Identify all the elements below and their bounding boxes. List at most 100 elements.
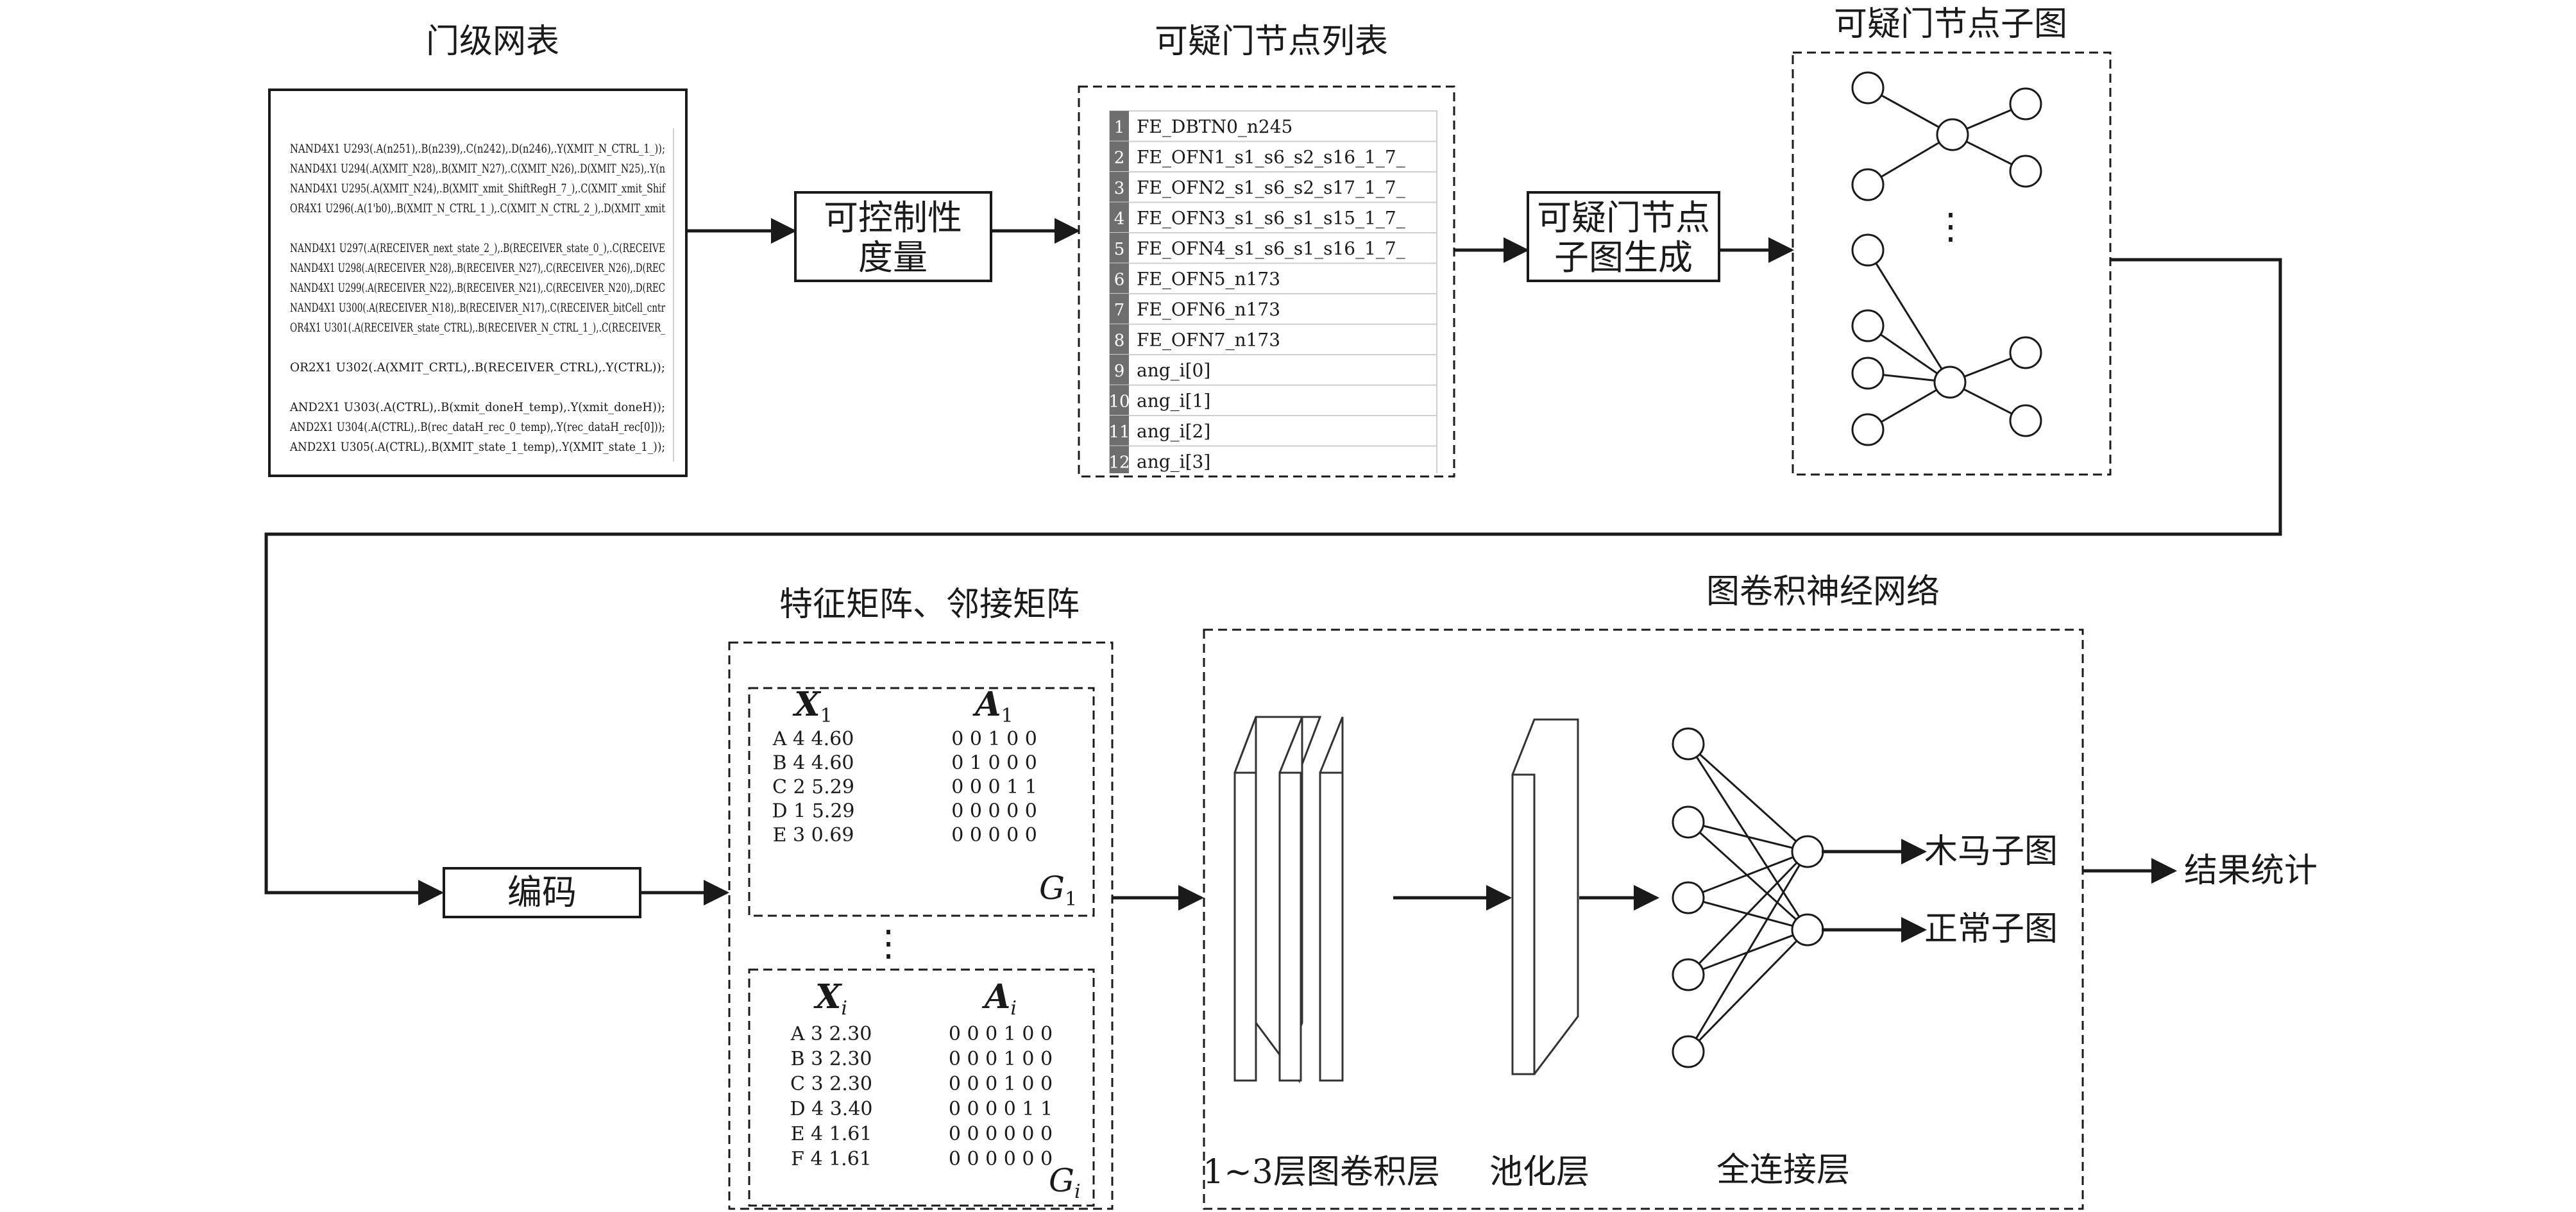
suspicious-list-row[interactable]: 8 FE_OFN7_n173: [1109, 323, 1437, 355]
fc-output-node: [1791, 913, 1824, 947]
gate-name: FE_DBTN0_n245: [1137, 116, 1292, 137]
row-index: 5: [1114, 240, 1125, 259]
row-index: 3: [1114, 179, 1125, 198]
gate-name: FE_OFN6_n173: [1137, 299, 1280, 320]
subgraph-node: [2009, 336, 2042, 369]
subgraph-node: [1933, 366, 1967, 399]
fc-input-node: [1672, 881, 1705, 914]
fc-output-node: [1791, 835, 1824, 868]
matrix-row: C 3 2.30: [790, 1073, 872, 1095]
matrix-row: 0 0 0 1 0 0: [949, 1048, 1053, 1070]
netlist-panel: NAND4X1 U293(.A(n251),.B(n239),.C(n242),…: [268, 88, 688, 477]
suspicious-list-row[interactable]: 12 ang_i[3]: [1108, 445, 1437, 477]
connector-subgraph-to-encoding: [264, 258, 2282, 905]
fc-input-node: [1672, 805, 1705, 839]
row-index: 6: [1114, 271, 1125, 290]
suspicious-list-row[interactable]: 5 FE_OFN4_s1_s6_s1_s16_1_7_: [1109, 232, 1437, 264]
row-index: 4: [1114, 210, 1125, 229]
subgraph-node: [1851, 413, 1885, 446]
gcn-title: 图卷积神经网络: [1706, 573, 1940, 611]
row-index: 2: [1114, 149, 1125, 168]
subgraph-title: 可疑门节点子图: [1834, 5, 2067, 44]
matrix-row: 0 0 0 1 1: [951, 776, 1037, 798]
matrix-row: 0 0 0 0 0 0: [949, 1148, 1053, 1170]
netlist-line: NAND4X1 U300(.A(RECEIVER_N18),.B(RECEIVE…: [290, 301, 665, 315]
gate-name: FE_OFN2_s1_s6_s2_s17_1_7_: [1137, 177, 1405, 198]
fc-input-node: [1672, 727, 1705, 761]
adjacency-matrix-label-bottom: Ai: [981, 977, 1017, 1020]
subgraph-node: [1936, 118, 1969, 151]
matrix-ellipsis: ⋮: [870, 923, 906, 964]
netlist-line: OR2X1 U302(.A(XMIT_CRTL),.B(RECEIVER_CTR…: [290, 361, 665, 375]
subgraph-node: [1851, 357, 1885, 390]
gate-name: FE_OFN4_s1_s6_s1_s16_1_7_: [1137, 238, 1405, 259]
subgraph-node: [2009, 155, 2042, 188]
matrix-row: E 3 0.69: [773, 824, 854, 846]
subgraph-node: [1851, 309, 1885, 342]
conv-layers: [1233, 716, 1344, 1084]
netlist-line: AND2X1 U303(.A(CTRL),.B(xmit_doneH_temp)…: [289, 401, 665, 414]
matrix-row: D 1 5.29: [772, 800, 854, 823]
matrix-group-bottom: Xi Ai A 3 2.30B 3 2.30C 3 2.30D 4 3.40E …: [748, 968, 1095, 1207]
gate-name: FE_OFN7_n173: [1137, 330, 1280, 351]
matrix-row: 0 1 0 0 0: [951, 752, 1037, 775]
gate-name: ang_i[3]: [1137, 451, 1210, 473]
subgraph-node: [2009, 87, 2042, 121]
row-index: 8: [1114, 332, 1125, 351]
matrix-row: B 3 2.30: [790, 1048, 872, 1070]
graph-label-bottom: Gi: [1049, 1162, 1081, 1203]
suspicious-list-row[interactable]: 4 FE_OFN3_s1_s6_s1_s15_1_7_: [1109, 201, 1437, 233]
matrix-row: A 3 2.30: [790, 1023, 872, 1045]
netlist-line: NAND4X1 U294(.A(XMIT_N28),.B(XMIT_N27),.…: [290, 162, 665, 176]
suspicious-list-row[interactable]: 11 ang_i[2]: [1108, 415, 1437, 447]
matrix-row: 0 0 0 0 1 1: [949, 1098, 1053, 1120]
row-index: 9: [1114, 362, 1125, 381]
netlist-title: 门级网表: [426, 22, 559, 61]
suspicious-list-row[interactable]: 10 ang_i[1]: [1108, 384, 1437, 416]
output-normal-subgraph: 正常子图: [1924, 910, 2058, 948]
encoding-box: 编码: [443, 867, 641, 918]
matrix-row: 0 0 0 1 0 0: [949, 1073, 1053, 1095]
adjacency-matrix-top: 0 0 1 0 00 1 0 0 00 0 0 1 10 0 0 0 00 0 …: [951, 728, 1037, 846]
row-index: 11: [1108, 423, 1130, 442]
subgraph-panel: ⋮: [1792, 51, 2112, 476]
gate-name: ang_i[1]: [1137, 391, 1210, 412]
row-index: 10: [1108, 392, 1130, 412]
subgraph-top: [1851, 71, 2042, 201]
feature-matrix-bottom: A 3 2.30B 3 2.30C 3 2.30D 4 3.40E 4 1.61…: [790, 1023, 872, 1170]
controllability-metric-box: 可控制性 度量: [794, 191, 992, 282]
controllability-line-1: 可控制性: [824, 198, 962, 238]
fc-layer-label: 全连接层: [1716, 1151, 1850, 1190]
feature-matrix-label-bottom: Xi: [813, 977, 847, 1020]
netlist-line: NAND4X1 U299(.A(RECEIVER_N22),.B(RECEIVE…: [290, 282, 665, 295]
suspicious-list-row[interactable]: 3 FE_OFN2_s1_s6_s2_s17_1_7_: [1109, 171, 1437, 203]
matrix-row: 0 0 0 0 0: [951, 824, 1037, 846]
matrix-title: 特征矩阵、邻接矩阵: [779, 585, 1080, 624]
subgraph-node: [1851, 168, 1885, 201]
netlist-line: NAND4X1 U297(.A(RECEIVER_next_state_2_),…: [290, 242, 665, 255]
matrix-row: 0 0 0 0 0 0: [949, 1123, 1053, 1145]
matrix-panel: X1 A1 A 4 4.60B 4 4.60C 2 5.29D 1 5.29E …: [728, 641, 1114, 1210]
subgraph-node: [2009, 404, 2042, 437]
adjacency-matrix-bottom: 0 0 0 1 0 00 0 0 1 0 00 0 0 1 0 00 0 0 0…: [949, 1023, 1053, 1170]
subgraph-gen-line-1: 可疑门节点: [1537, 198, 1710, 238]
matrix-row: A 4 4.60: [772, 728, 854, 750]
gate-name: FE_OFN3_s1_s6_s1_s15_1_7_: [1137, 208, 1405, 229]
row-index: 12: [1108, 453, 1130, 473]
subgraph-bottom: [1851, 233, 2042, 446]
subgraph-gen-line-2: 子图生成: [1554, 237, 1693, 278]
subgraph-node: [1851, 233, 1885, 267]
netlist-line: OR4X1 U296(.A(1'b0),.B(XMIT_N_CTRL_1_),.…: [290, 202, 665, 215]
adjacency-matrix-label-top: A1: [972, 685, 1013, 727]
matrix-row: F 4 1.61: [791, 1148, 872, 1170]
gate-name: ang_i[2]: [1137, 421, 1210, 442]
matrix-row: C 2 5.29: [772, 776, 854, 798]
